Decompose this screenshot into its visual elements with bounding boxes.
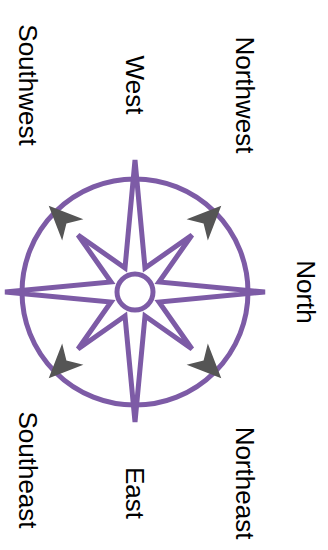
direction-label: Southwest xyxy=(15,24,41,145)
direction-label: North xyxy=(293,260,319,324)
direction-label: Southeast xyxy=(15,411,41,528)
arrowhead xyxy=(187,344,232,389)
direction-label: West xyxy=(122,56,148,115)
arrowhead xyxy=(38,195,83,240)
arrowhead xyxy=(187,195,232,240)
arrowhead xyxy=(38,344,83,389)
direction-label: Northwest xyxy=(232,36,258,153)
direction-label: Northeast xyxy=(232,427,258,540)
direction-label: East xyxy=(122,467,148,519)
compass-star xyxy=(5,160,265,422)
center-circle xyxy=(117,274,153,310)
